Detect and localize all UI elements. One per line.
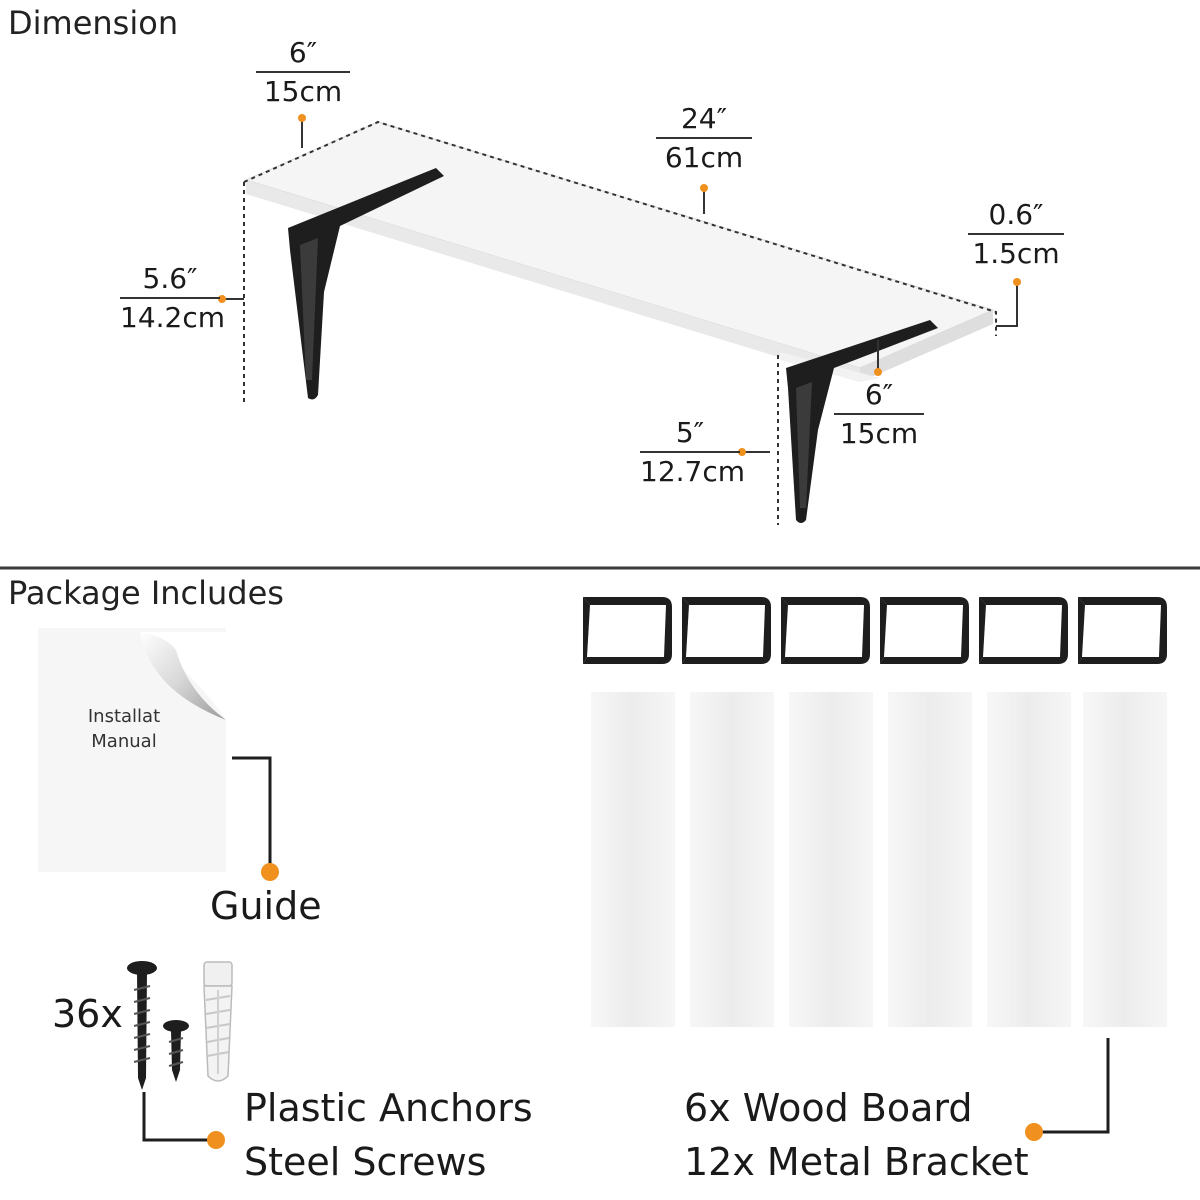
manual-page-curl-icon: [38, 628, 279, 881]
cm-value: 15cm: [263, 75, 343, 108]
bracket-height-left-label: 5.6″ 14.2cm: [120, 262, 226, 334]
metal-bracket-line: 12x Metal Bracket: [684, 1139, 1029, 1184]
left-bracket: [288, 168, 444, 400]
measurement-leaders: [218, 114, 1021, 456]
right-bracket: [786, 320, 938, 523]
cm-value: 14.2cm: [120, 301, 226, 334]
screw-icon: [127, 961, 157, 1090]
dimension-heading: Dimension: [8, 4, 179, 42]
inch-value: 24″: [656, 102, 752, 139]
cm-value: 1.5cm: [972, 237, 1060, 270]
inch-value: 6″: [256, 36, 350, 73]
hardware-leader: [142, 1092, 208, 1142]
cm-value: 15cm: [839, 417, 919, 450]
shelf-depth-left-label: 6″ 15cm: [256, 36, 350, 108]
bracket-depth-right-label: 6″ 15cm: [834, 378, 924, 450]
shelf-illustration: [243, 120, 997, 525]
hardware-count: 36x: [52, 992, 123, 1036]
wood-board-line: 6x Wood Board: [684, 1086, 973, 1130]
manual-line-2: Manual: [91, 731, 157, 753]
wood-board-icon-row: [591, 692, 1167, 1027]
inch-value: 0.6″: [968, 198, 1064, 235]
guide-label: Guide: [210, 884, 322, 928]
inch-value: 5.6″: [120, 262, 220, 299]
shelf-thickness-label: 0.6″ 1.5cm: [968, 198, 1064, 270]
inch-value: 5″: [640, 416, 740, 453]
plastic-anchor-icon: [203, 961, 233, 1082]
shelf-length-label: 24″ 61cm: [656, 102, 752, 174]
manual-text: Installat Manual: [62, 704, 186, 754]
manual-line-1: Installat: [87, 706, 161, 727]
metal-bracket-icon-row: [583, 597, 1167, 664]
cm-value: 61cm: [664, 141, 744, 174]
bracket-height-right-label: 5″ 12.7cm: [640, 416, 746, 488]
steel-screws-line: Steel Screws: [244, 1139, 487, 1184]
hardware-label: Plastic Anchors Steel Screws: [244, 1082, 533, 1190]
cm-value: 12.7cm: [640, 455, 746, 488]
plastic-anchors-line: Plastic Anchors: [244, 1086, 533, 1130]
board-leader: [1042, 1038, 1110, 1134]
package-heading: Package Includes: [8, 574, 284, 612]
short-screw-icon: [163, 1020, 189, 1082]
boards-label: 6x Wood Board 12x Metal Bracket: [684, 1082, 1029, 1190]
inch-value: 6″: [834, 378, 924, 415]
